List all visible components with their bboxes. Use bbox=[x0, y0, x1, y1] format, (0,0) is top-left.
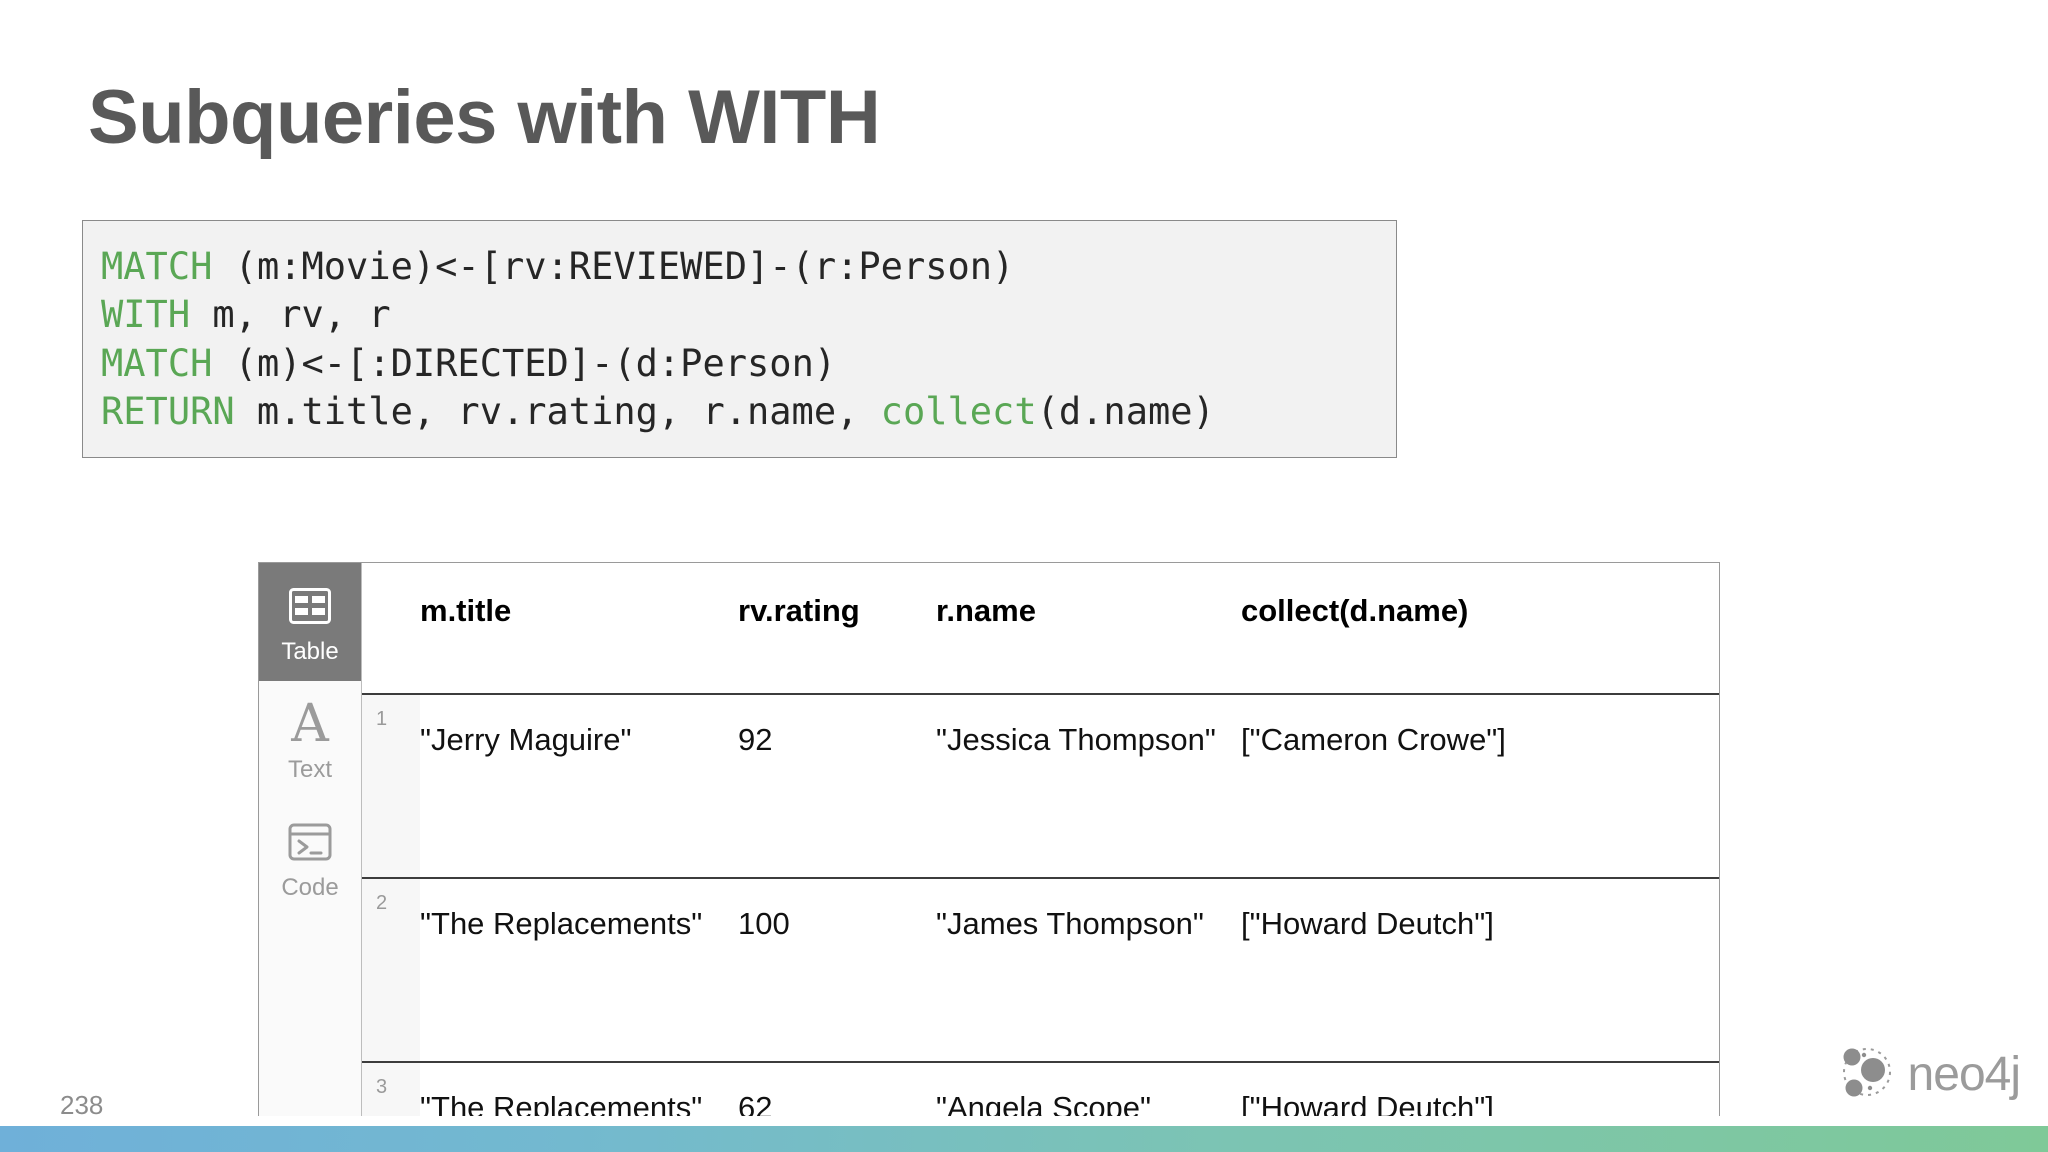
letter-a-icon: A bbox=[291, 694, 329, 754]
result-view-tab-table-label: Table bbox=[281, 638, 339, 665]
neo4j-logo: neo4j bbox=[1840, 1046, 2021, 1103]
code-keyword-match-1: MATCH bbox=[101, 245, 213, 288]
query-result-panel: Table A Text Code bbox=[258, 562, 1720, 1116]
table-row[interactable]: 3 "The Replacements" 62 "Angela Scope" [… bbox=[362, 1062, 1719, 1116]
cell-r-name: "Angela Scope" bbox=[936, 1062, 1241, 1116]
table-header-index bbox=[362, 563, 420, 695]
result-view-tab-text[interactable]: A Text bbox=[259, 681, 361, 799]
terminal-prompt-icon bbox=[288, 816, 332, 868]
cypher-code-block: MATCH (m:Movie)<-[rv:REVIEWED]-(r:Person… bbox=[82, 220, 1397, 458]
table-row[interactable]: 1 "Jerry Maguire" 92 "Jessica Thompson" … bbox=[362, 694, 1719, 879]
code-text-3: (m)<-[:DIRECTED]-(d:Person) bbox=[212, 341, 837, 385]
cell-collect: ["Howard Deutch"] bbox=[1241, 1062, 1719, 1116]
cell-m-title: "The Replacements" bbox=[420, 878, 738, 1063]
page-title: Subqueries with WITH bbox=[88, 75, 881, 160]
table-header-rv-rating: rv.rating bbox=[738, 563, 936, 695]
result-table: m.title rv.rating r.name collect(d.name)… bbox=[362, 563, 1719, 1116]
result-view-tab-code[interactable]: Code bbox=[259, 799, 361, 917]
result-view-tab-table[interactable]: Table bbox=[259, 563, 361, 681]
neo4j-graph-icon bbox=[1840, 1046, 1898, 1103]
page-number: 238 bbox=[60, 1090, 104, 1120]
table-header-r-name: r.name bbox=[936, 563, 1241, 695]
footer-gradient-bar bbox=[0, 1126, 2048, 1152]
code-text-2: m, rv, r bbox=[190, 293, 391, 337]
table-header-m-title: m.title bbox=[420, 563, 738, 695]
table-header-collect: collect(d.name) bbox=[1241, 563, 1719, 695]
code-function-collect: collect bbox=[880, 390, 1037, 434]
row-index: 1 bbox=[362, 694, 420, 879]
cell-rv-rating: 100 bbox=[738, 878, 936, 1063]
result-view-tab-text-label: Text bbox=[287, 756, 332, 783]
neo4j-wordmark: neo4j bbox=[1907, 1047, 2021, 1101]
cell-m-title: "The Replacements" bbox=[420, 1062, 738, 1116]
cell-rv-rating: 92 bbox=[738, 694, 936, 879]
cell-r-name: "Jessica Thompson" bbox=[936, 694, 1241, 879]
row-index: 2 bbox=[362, 878, 420, 1063]
code-text-5: (d.name) bbox=[1036, 390, 1215, 434]
row-index: 3 bbox=[362, 1062, 420, 1116]
code-text-1: (m:Movie)<-[rv:REVIEWED]-(r:Person) bbox=[212, 245, 1015, 288]
table-row[interactable]: 2 "The Replacements" 100 "James Thompson… bbox=[362, 878, 1719, 1063]
cell-m-title: "Jerry Maguire" bbox=[420, 694, 738, 879]
result-view-sidebar: Table A Text Code bbox=[258, 563, 361, 1116]
table-header-row: m.title rv.rating r.name collect(d.name) bbox=[362, 563, 1719, 695]
code-keyword-return: RETURN bbox=[101, 390, 235, 434]
cell-collect: ["Cameron Crowe"] bbox=[1241, 694, 1719, 879]
cell-r-name: "James Thompson" bbox=[936, 878, 1241, 1063]
cell-collect: ["Howard Deutch"] bbox=[1241, 878, 1719, 1063]
result-table-container[interactable]: m.title rv.rating r.name collect(d.name)… bbox=[361, 563, 1720, 1116]
table-grid-icon bbox=[289, 580, 331, 632]
result-view-tab-code-label: Code bbox=[281, 874, 339, 901]
cell-rv-rating: 62 bbox=[738, 1062, 936, 1116]
code-text-4: m.title, rv.rating, r.name, bbox=[234, 390, 881, 434]
code-keyword-with: WITH bbox=[101, 293, 191, 337]
code-keyword-match-2: MATCH bbox=[101, 341, 213, 385]
